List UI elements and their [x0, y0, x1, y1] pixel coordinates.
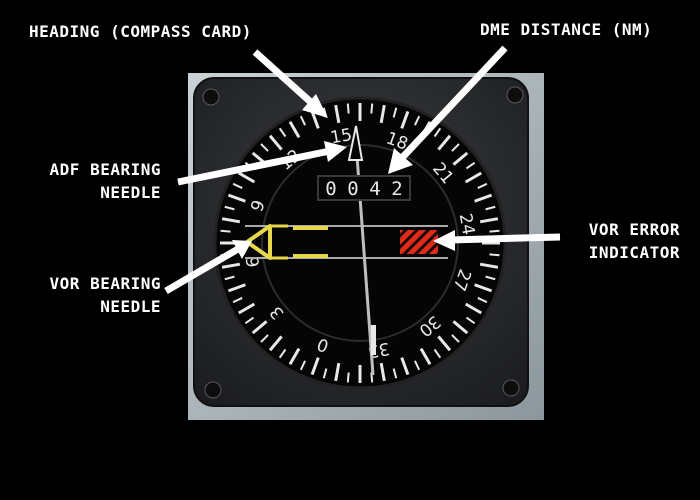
callout-vor-bearing-line1: VOR BEARING: [49, 274, 161, 293]
compass-tick: [485, 205, 496, 211]
compass-tick: [465, 316, 476, 325]
compass-tick: [299, 115, 306, 126]
callout-adf-line1: ADF BEARING: [49, 160, 161, 179]
compass-tick: [310, 357, 320, 376]
compass-tick: [477, 182, 488, 189]
callout-vor-bearing: VOR BEARING NEEDLE: [30, 272, 161, 318]
compass-tick: [310, 110, 320, 129]
compass-tick: [224, 275, 235, 281]
compass-tick: [334, 104, 341, 124]
dme-digit: 0: [325, 178, 336, 200]
callout-dme-distance: DME DISTANCE (NM): [480, 20, 653, 39]
compass-tick: [414, 115, 421, 126]
compass-tick: [379, 104, 386, 124]
compass-tick: [244, 316, 255, 325]
dme-digit: 0: [347, 178, 358, 200]
compass-tick: [464, 302, 482, 315]
compass-tick: [479, 217, 499, 224]
compass-tick: [227, 193, 246, 203]
dme-window: [317, 175, 411, 201]
compass-tick: [400, 357, 410, 376]
callout-vor-bearing-line2: NEEDLE: [100, 297, 161, 316]
compass-tick: [268, 335, 283, 352]
callout-heading: HEADING (COMPASS CARD): [29, 22, 252, 41]
compass-tick: [464, 171, 482, 184]
compass-tick: [392, 368, 398, 379]
compass-tick: [437, 134, 452, 151]
compass-tick: [489, 253, 500, 257]
compass-tick: [474, 283, 493, 293]
callout-adf-line2: NEEDLE: [100, 183, 161, 202]
compass-tick: [433, 348, 442, 359]
compass-tick: [278, 348, 287, 359]
compass-tick: [268, 134, 283, 151]
compass-tick: [288, 347, 301, 365]
callout-vor-error-line1: VOR ERROR: [588, 220, 680, 239]
compass-tick: [322, 368, 328, 379]
compass-tick: [489, 229, 500, 233]
compass-tick: [260, 334, 269, 343]
compass-tick: [419, 347, 432, 365]
compass-card-ticks: [220, 103, 500, 383]
compass-tick: [232, 182, 243, 189]
compass-tick: [433, 127, 442, 138]
compass-tick: [346, 372, 350, 383]
callout-vor-error-line2: INDICATOR: [588, 243, 680, 262]
compass-tick: [479, 262, 499, 269]
compass-tick: [465, 161, 476, 170]
compass-tick: [379, 362, 386, 382]
compass-tick: [251, 320, 268, 335]
vor-error-flag: [400, 230, 438, 254]
compass-tick: [221, 217, 241, 224]
compass-tick: [392, 107, 398, 118]
compass-tick: [452, 151, 469, 166]
compass-tick: [238, 171, 256, 184]
compass-tick: [370, 103, 374, 114]
compass-label: 15: [329, 125, 354, 148]
compass-tick: [451, 334, 460, 343]
dial-face: [213, 96, 507, 390]
compass-tick: [437, 335, 452, 352]
dme-digit: 2: [391, 178, 402, 200]
vor-needle-icon: [245, 224, 288, 260]
compass-tick: [414, 360, 421, 371]
compass-tick: [224, 205, 235, 211]
compass-tick: [278, 127, 287, 138]
compass-tick: [477, 297, 488, 304]
compass-tick: [400, 110, 410, 129]
callout-adf-bearing: ADF BEARING NEEDLE: [36, 158, 161, 204]
screw-icon: [202, 86, 524, 399]
dme-digit: 4: [369, 178, 380, 200]
compass-tick: [452, 320, 469, 335]
compass-tick: [227, 283, 246, 293]
compass-tick: [299, 360, 306, 371]
compass-tick: [474, 193, 493, 203]
compass-tick: [346, 103, 350, 114]
compass-tick: [220, 229, 231, 233]
compass-tick: [288, 121, 301, 139]
compass-tick: [238, 302, 256, 315]
compass-label: 24: [455, 212, 478, 237]
compass-tick: [260, 143, 269, 152]
compass-tick: [221, 262, 241, 269]
compass-tick: [451, 143, 460, 152]
compass-tick: [232, 297, 243, 304]
compass-tick: [334, 362, 341, 382]
callout-arrows: [164, 45, 561, 295]
callout-vor-error: VOR ERROR INDICATOR: [560, 218, 680, 264]
compass-tick: [485, 275, 496, 281]
lubber-line: [371, 325, 376, 355]
